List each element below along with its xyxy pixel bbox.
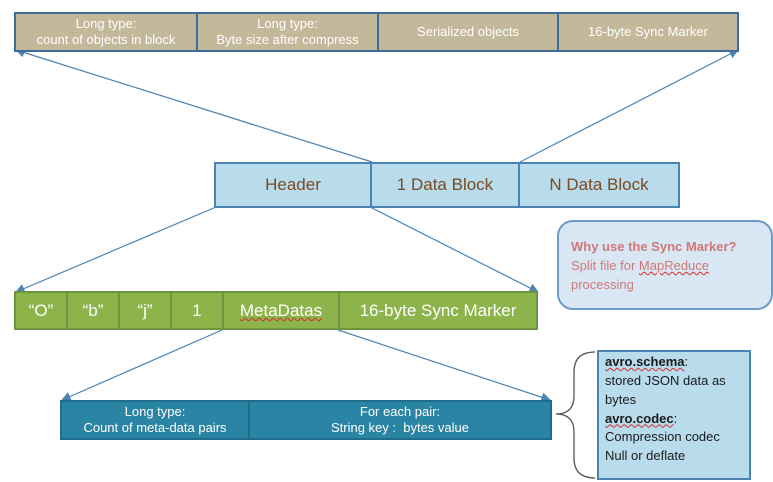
metadata-keys-box: avro.schema: stored JSON data as bytes a…: [597, 350, 751, 480]
block-count-cell: Long type: count of objects in block: [14, 12, 198, 52]
codec-desc-2: Null or deflate: [605, 448, 686, 464]
file-header-label: Header: [265, 175, 321, 195]
meta-pair-line2: String key : bytes value: [330, 420, 469, 435]
meta-count-line1: Long type:: [124, 403, 186, 419]
schema-key-line: avro.schema:: [605, 353, 743, 372]
schema-colon: :: [684, 354, 689, 369]
block-sync-marker-cell: 16-byte Sync Marker: [557, 12, 739, 52]
schema-desc: stored JSON data as bytes: [605, 372, 726, 407]
serialized-objects-cell: Serialized objects: [377, 12, 559, 52]
file-header-cell: Header: [214, 162, 372, 208]
arrow-header-right: [369, 206, 539, 293]
arrow-block-left: [15, 48, 373, 163]
version-label: 1: [192, 300, 202, 320]
metadatas-cell: MetaDatas: [222, 291, 340, 330]
arrow-meta-right: [337, 329, 551, 402]
header-sync-marker-cell: 16-byte Sync Marker: [338, 291, 538, 330]
magic-b-cell: “b”: [66, 291, 120, 330]
callout-question: Why use the Sync Marker?: [571, 239, 737, 254]
serialized-objects-label: Serialized objects: [417, 23, 519, 39]
block-sync-marker-label: 16-byte Sync Marker: [588, 23, 708, 39]
meta-count-cell: Long type: Count of meta-data pairs: [60, 400, 250, 440]
block-size-cell: Long type: Byte size after compress: [196, 12, 379, 52]
schema-key: avro.schema: [605, 354, 685, 369]
arrow-header-left: [15, 206, 217, 294]
magic-j-label: “j”: [137, 300, 153, 320]
magic-j-cell: “j”: [118, 291, 172, 330]
block-size-line2: Byte size after compress: [216, 32, 359, 47]
magic-b-label: “b”: [82, 300, 104, 320]
magic-o-cell: “O”: [14, 291, 68, 330]
callout-answer-pre: Split file for: [571, 257, 639, 273]
meta-count-line2: Count of meta-data pairs: [83, 420, 227, 435]
n-data-block-cell: N Data Block: [518, 162, 680, 208]
callout-answer-word: MapReduce: [638, 257, 710, 273]
meta-pair-cell: For each pair: String key : bytes value: [248, 400, 552, 440]
callout-answer: Split file for MapReduce: [571, 257, 761, 276]
version-cell: 1: [170, 291, 224, 330]
block-size-line1: Long type:: [257, 15, 318, 31]
arrow-block-right: [519, 49, 739, 163]
n-data-block-label: N Data Block: [549, 175, 649, 195]
sync-marker-callout: Why use the Sync Marker? Split file for …: [557, 220, 773, 310]
block-count-line1: Long type:: [75, 15, 137, 31]
codec-colon: :: [673, 410, 678, 426]
curly-brace: [555, 351, 596, 479]
meta-pair-line1: For each pair:: [359, 403, 441, 419]
block-count-line2: count of objects in block: [36, 32, 176, 47]
metadatas-label: MetaDatas: [239, 300, 323, 320]
codec-key-line: avro.codec:: [605, 410, 743, 429]
data-block-label: 1 Data Block: [396, 175, 494, 195]
codec-key: avro.codec: [605, 410, 674, 426]
magic-o-label: “O”: [28, 300, 54, 320]
codec-desc-1: Compression codec: [605, 429, 720, 445]
callout-answer-post: processing: [571, 276, 634, 292]
header-sync-marker-label: 16-byte Sync Marker: [359, 300, 517, 320]
arrow-meta-left: [61, 329, 223, 401]
data-block-cell: 1 Data Block: [370, 162, 520, 208]
